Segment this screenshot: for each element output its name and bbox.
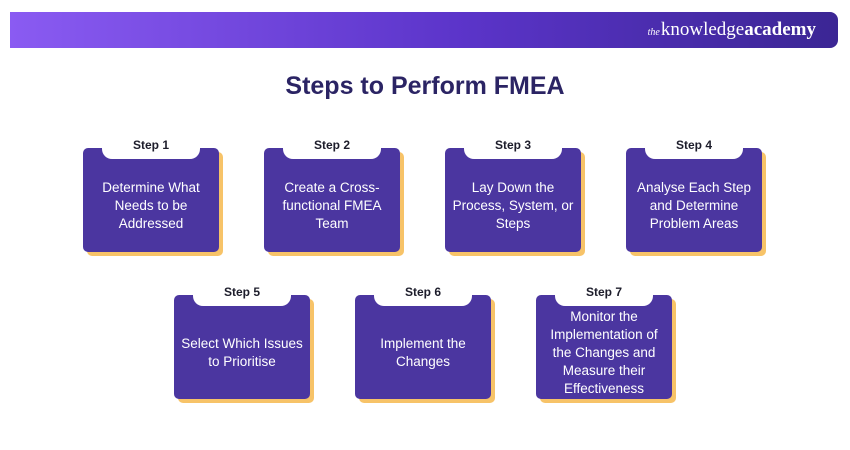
step-text: Analyse Each Step and Determine Problem … xyxy=(636,180,752,231)
brand-logo[interactable]: theknowledgeacademy xyxy=(648,19,816,41)
step-text: Implement the Changes xyxy=(380,336,466,369)
page-title: Steps to Perform FMEA xyxy=(285,72,565,100)
brand-main: knowledge xyxy=(660,19,745,40)
step-label: Step 2 xyxy=(283,135,381,159)
step-text: Determine What Needs to be Addressed xyxy=(102,180,200,231)
step-label: Step 6 xyxy=(374,282,472,306)
brand-suffix: academy xyxy=(744,19,816,40)
step-card-1: Step 1 Determine What Needs to be Addres… xyxy=(83,135,219,252)
step-card-4: Step 4 Analyse Each Step and Determine P… xyxy=(626,135,762,252)
step-label: Step 1 xyxy=(102,135,200,159)
step-text: Create a Cross-functional FMEA Team xyxy=(282,180,382,231)
step-label: Step 7 xyxy=(555,282,653,306)
step-card-2: Step 2 Create a Cross-functional FMEA Te… xyxy=(264,135,400,252)
header-banner: theknowledgeacademy xyxy=(10,12,838,48)
step-text: Select Which Issues to Prioritise xyxy=(181,336,303,369)
step-card-3: Step 3 Lay Down the Process, System, or … xyxy=(445,135,581,252)
step-label: Step 4 xyxy=(645,135,743,159)
step-text: Lay Down the Process, System, or Steps xyxy=(452,180,574,231)
step-label: Step 3 xyxy=(464,135,562,159)
brand-prefix: the xyxy=(647,27,660,38)
step-card-6: Step 6 Implement the Changes xyxy=(355,282,491,399)
step-card-5: Step 5 Select Which Issues to Prioritise xyxy=(174,282,310,399)
step-text: Monitor the Implementation of the Change… xyxy=(550,309,658,396)
step-card-7: Step 7 Monitor the Implementation of the… xyxy=(536,282,672,399)
step-label: Step 5 xyxy=(193,282,291,306)
